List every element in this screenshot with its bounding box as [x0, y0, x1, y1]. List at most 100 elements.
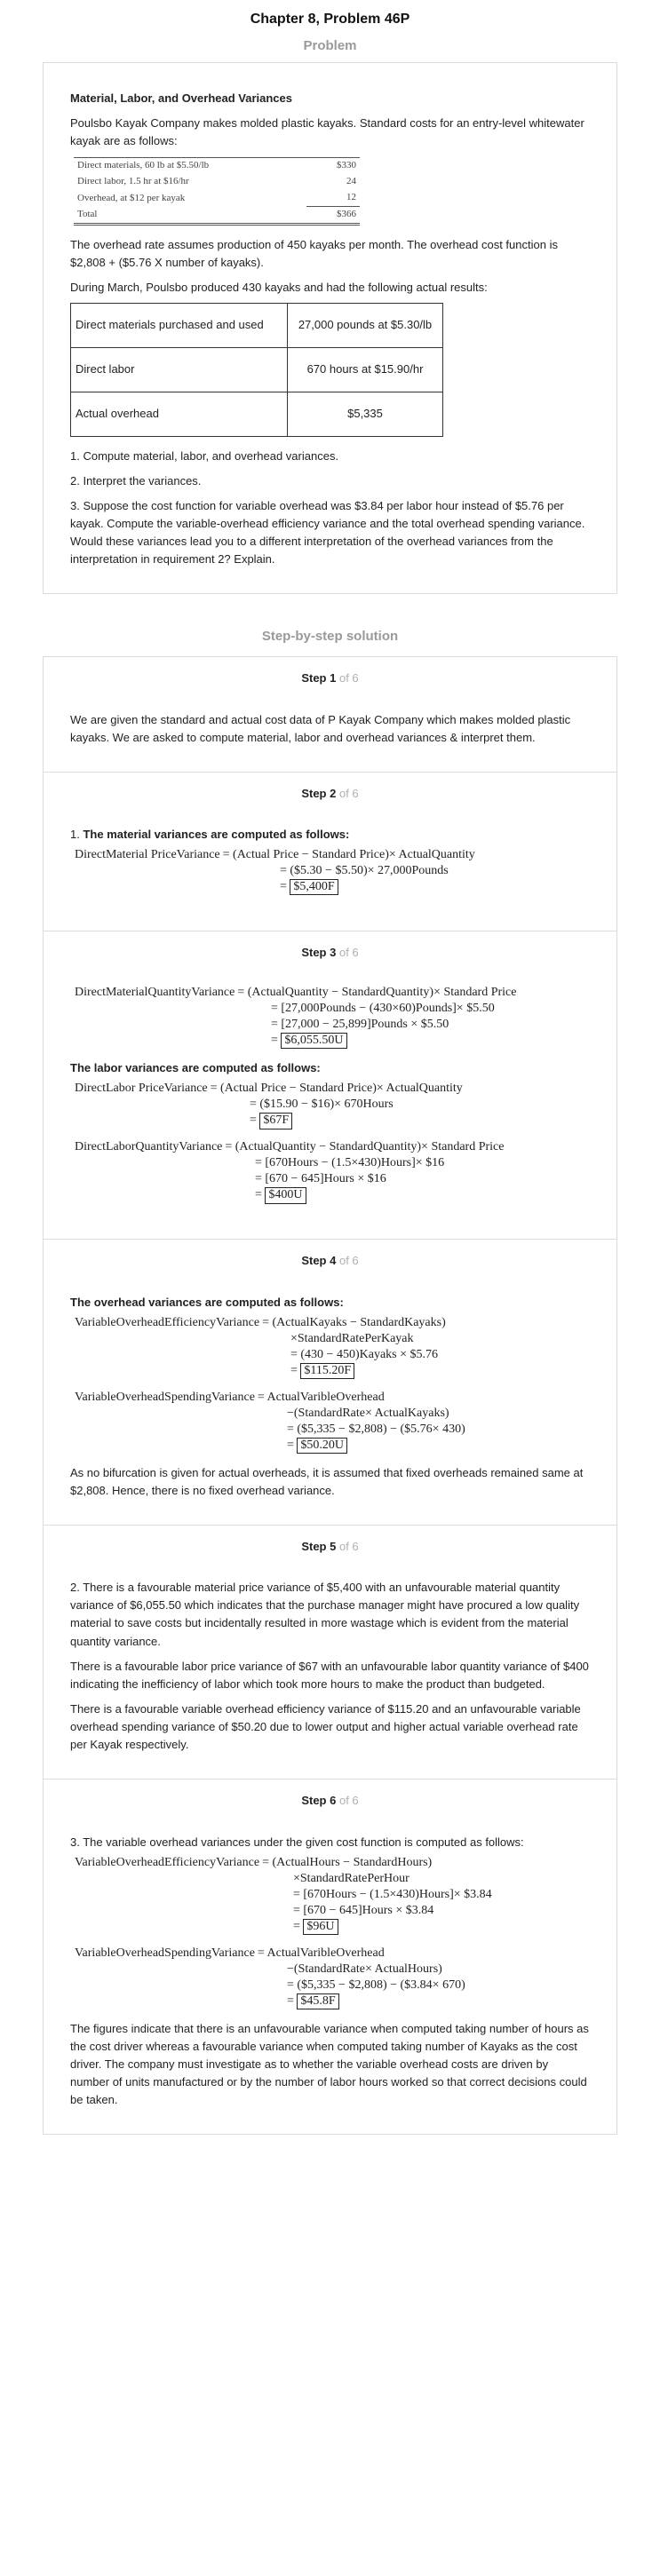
equation-line: = (ActualQuantity − StandardQuantity)× S… [225, 1140, 505, 1154]
equation-line: −(StandardRate× ActualKayaks) [287, 1406, 449, 1420]
step-number: Step 1 [301, 671, 337, 686]
equation-indent [75, 1113, 247, 1132]
equation-indent [75, 1919, 290, 1938]
equation-indent [75, 1331, 288, 1347]
equation-material-price: DirectMaterial PriceVariance= (Actual Pr… [75, 847, 590, 899]
table-cell-label: Direct materials purchased and used [70, 302, 288, 348]
cost-item: Direct labor, 1.5 hr at $16/hr [77, 176, 189, 187]
requirement-2: 2. Interpret the variances. [70, 473, 202, 487]
step-heading: The labor variances are computed as foll… [70, 1061, 321, 1075]
step-label: Step 3 of 6 [70, 944, 590, 962]
equation-line: = (Actual Price − Standard Price)× Actua… [222, 848, 475, 862]
equation-result-line: = $400U [252, 1187, 306, 1207]
overhead-note: The overhead rate assumes production of … [70, 238, 558, 270]
cost-item: Total [74, 206, 306, 226]
step-4: Step 4 of 6 The overhead variances are c… [44, 1240, 616, 1526]
step-total: of 6 [338, 786, 359, 800]
step-2: Step 2 of 6 1. The material variances ar… [44, 773, 616, 932]
equation-line: = ($5,335 − $2,808) − ($5.76× 430) [287, 1422, 465, 1436]
step-label: Step 5 of 6 [70, 1538, 590, 1556]
equation-line: = (ActualQuantity − StandardQuantity)× S… [237, 986, 517, 1000]
equation-line: = (430 − 450)Kayaks × $5.76 [290, 1347, 438, 1361]
equation-line: = ActualVaribleOverhead [257, 1390, 385, 1404]
equation-line: = (ActualKayaks − StandardKayaks) [262, 1315, 446, 1329]
step-total: of 6 [338, 946, 359, 960]
cost-value: $330 [337, 160, 356, 171]
step-paragraph: 2. There is a favourable material price … [70, 1581, 580, 1648]
step-number: Step 2 [301, 786, 337, 800]
equation-result-line: = $45.8F [284, 1993, 339, 2013]
equation-line: = [27,000 − 25,899]Pounds × $5.50 [271, 1018, 449, 1032]
table-cell-value: 670 hours at $15.90/hr [287, 346, 443, 392]
page: Chapter 8, Problem 46P Problem Material,… [43, 12, 617, 2136]
step-3: Step 3 of 6 DirectMaterialQuantityVarian… [44, 931, 616, 1240]
equation-overhead-efficiency-hours: VariableOverheadEfficiencyVariance= (Act… [75, 1855, 590, 1938]
table-cell-label: Actual overhead [70, 391, 288, 437]
step-1: Step 1 of 6 We are given the standard an… [44, 657, 616, 773]
equation-indent [75, 1171, 252, 1187]
problem-card: Material, Labor, and Overhead Variances … [43, 62, 617, 595]
step-text: We are given the standard and actual cos… [70, 712, 571, 744]
equation-labor-price: DirectLabor PriceVariance= (Actual Price… [75, 1081, 590, 1132]
step-number: Step 4 [301, 1254, 337, 1268]
table-cell-value: $5,335 [287, 391, 443, 437]
equation-line: = ($15.90 − $16)× 670Hours [250, 1098, 394, 1112]
solution-card: Step 1 of 6 We are given the standard an… [43, 656, 617, 2136]
result-box: $50.20U [297, 1437, 348, 1454]
table-cell-label: Direct labor [70, 346, 288, 392]
step-number: Step 6 [301, 1794, 337, 1808]
equation-result-line: = $115.20F [288, 1362, 355, 1383]
solution-section-label: Step-by-step solution [261, 629, 399, 645]
equation-overhead-spending-hours: VariableOverheadSpendingVariance= Actual… [75, 1946, 590, 2013]
equation-labor-quantity: DirectLaborQuantityVariance= (ActualQuan… [75, 1139, 590, 1207]
table-cell-value: 27,000 pounds at $5.30/lb [287, 302, 443, 348]
result-box: $400U [265, 1187, 306, 1204]
equation-indent [75, 1001, 268, 1017]
equation-result-line: = $6,055.50U [268, 1033, 347, 1052]
equation-line: = (ActualHours − StandardHours) [262, 1855, 433, 1869]
step-paragraph: There is a favourable variable overhead … [70, 1701, 581, 1752]
equation-lhs: DirectMaterial PriceVariance [75, 848, 220, 862]
equation-lhs: VariableOverheadEfficiencyVariance [75, 1855, 260, 1869]
equation-indent [75, 1903, 290, 1919]
equation-indent [75, 1187, 252, 1207]
cost-value: $366 [306, 206, 360, 226]
equation-line: = ($5.30 − $5.50)× 27,000Pounds [280, 864, 449, 878]
equation-lhs: VariableOverheadSpendingVariance [75, 1946, 255, 1960]
equation-indent [75, 1887, 290, 1903]
standard-cost-table: Direct materials, 60 lb at $5.50/lb$330 … [74, 157, 360, 226]
equation-result-line: = $50.20U [284, 1437, 348, 1457]
cost-total-row: Total$366 [74, 206, 360, 226]
cost-value: 12 [306, 190, 360, 208]
table-row: Actual overhead$5,335 [70, 391, 443, 437]
result-box: $96U [303, 1918, 338, 1935]
equation-line: = ActualVaribleOverhead [257, 1946, 385, 1960]
heading-number: 1. [70, 828, 83, 841]
equation-line: = [670 − 645]Hours × $3.84 [293, 1903, 434, 1917]
step-number: Step 3 [301, 946, 337, 960]
cost-row: Direct materials, 60 lb at $5.50/lb $330 [74, 158, 360, 174]
equation-indent [75, 1993, 284, 2013]
step-paragraph: There is a favourable labor price varian… [70, 1659, 589, 1691]
page-title: Chapter 8, Problem 46P [250, 12, 410, 27]
result-box: $45.8F [297, 1993, 339, 2009]
step-label: Step 1 of 6 [70, 670, 590, 687]
equation-line: = [27,000Pounds − (430×60)Pounds]× $5.50 [271, 1002, 495, 1016]
requirement-3: 3. Suppose the cost function for variabl… [70, 498, 585, 567]
cost-item: Direct materials, 60 lb at $5.50/lb [77, 160, 210, 171]
step-total: of 6 [338, 1539, 359, 1553]
equation-lhs: DirectLabor PriceVariance [75, 1082, 208, 1096]
equation-lhs: VariableOverheadSpendingVariance [75, 1390, 255, 1404]
equation-indent [75, 1438, 284, 1457]
equation-indent [75, 1347, 288, 1363]
equation-indent [75, 1962, 284, 1978]
equation-indent [75, 1871, 290, 1887]
equation-line: = [670Hours − (1.5×430)Hours]× $3.84 [293, 1887, 492, 1901]
equation-indent [75, 863, 277, 879]
equation-indent [75, 1406, 284, 1422]
equation-line: ×StandardRatePerKayak [290, 1331, 414, 1345]
